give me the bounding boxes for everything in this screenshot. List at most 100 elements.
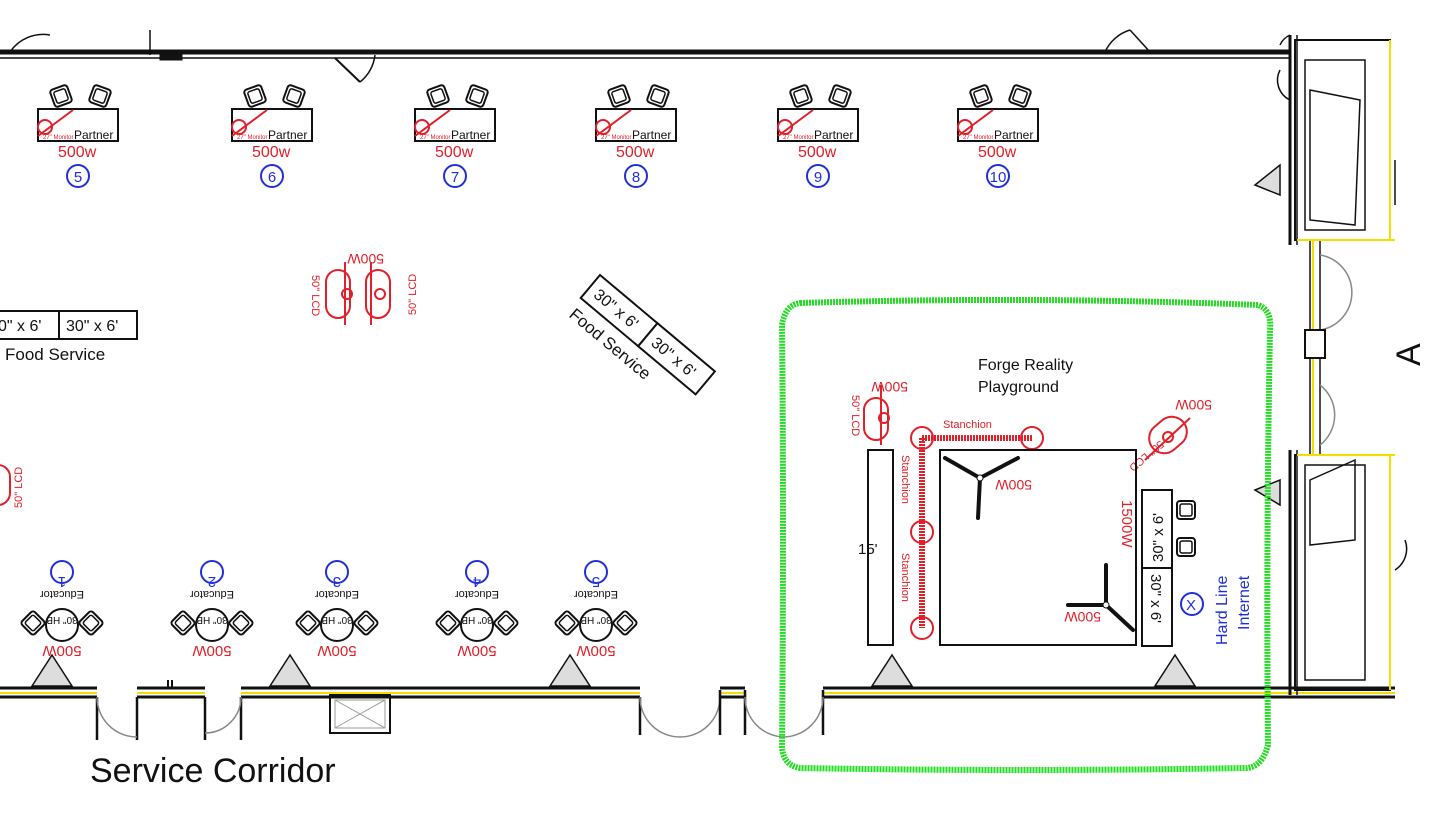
partner-number: 5 (74, 169, 82, 186)
educator-label: Educator (315, 588, 359, 600)
educator-round-table (45, 608, 79, 642)
partner-power-label: 500w (252, 144, 291, 161)
internet-label-line2: Internet (1236, 575, 1253, 630)
educator-power-label: 500W (42, 642, 82, 659)
partner-monitor-label: 27" Monitor (963, 135, 993, 141)
educator-power-label: 500W (457, 642, 497, 659)
educator-label: Educator (40, 588, 84, 600)
educator-table-label: 30" HB (321, 614, 353, 625)
partner-label: Partner (814, 128, 853, 142)
wall-fixtures (30, 653, 1197, 687)
partner-number-badge (66, 164, 90, 188)
partner-power-label: 500w (978, 144, 1017, 161)
forge-table-bottom-label: 30" x 6' (1147, 574, 1164, 623)
partner-label: Partner (994, 128, 1033, 142)
partner-label: Partner (632, 128, 671, 142)
educator-number: 2 (208, 573, 216, 590)
partner-number: 6 (268, 169, 276, 186)
educator-round-table (195, 608, 229, 642)
educator-round-table (320, 608, 354, 642)
left-edge-lcd-label: 50" LCD (13, 467, 25, 508)
partner-number-badge (443, 164, 467, 188)
partner-number: 7 (451, 169, 459, 186)
educator-number: 3 (333, 573, 341, 590)
stage-power-label: 1500W (1118, 500, 1135, 548)
educator-round-table (579, 608, 613, 642)
food-service-left: 0" x 6' 30" x 6' Food Service (0, 310, 138, 364)
partner-number: 10 (990, 169, 1007, 186)
educator-table-label: 30" HB (46, 614, 78, 625)
partner-table-top (595, 108, 677, 142)
educator-round-table (460, 608, 494, 642)
internet-label-line1: Hard Line (1214, 576, 1231, 645)
food-table-b-label: 30" x 6' (66, 318, 118, 335)
partner-power-label: 500w (435, 144, 474, 161)
partner-power-label: 500w (616, 144, 655, 161)
walls (0, 29, 1408, 740)
light-power-top: 500W (995, 477, 1032, 493)
internet-marker: X (1186, 597, 1196, 614)
educator-table-label: 30" HB (580, 614, 612, 625)
educator-number: 5 (592, 573, 600, 590)
educator-label: Educator (455, 588, 499, 600)
forge-table-top-label: 30" x 6' (1150, 513, 1167, 562)
stanchion-upper-label: Stanchion (899, 455, 911, 504)
partner-number-badge (986, 164, 1010, 188)
corridor-label: Service Corridor (90, 752, 336, 790)
partner-power-label: 500w (58, 144, 97, 161)
partner-power-label: 500w (798, 144, 837, 161)
educator-label: Educator (574, 588, 618, 600)
center-displays: 500W 50" LCD 50" LCD (309, 251, 419, 325)
light-power-bottom: 500W (1064, 609, 1101, 625)
educator-number-badge (50, 560, 74, 584)
forge-lcd-right-power: 500W (1175, 397, 1212, 413)
forge-title-line2: Playground (978, 379, 1059, 396)
educator-label: Educator (190, 588, 234, 600)
educator-number-badge (584, 560, 608, 584)
educator-table-label: 30" HB (196, 614, 228, 625)
food-table-a-label: 0" x 6' (0, 318, 41, 335)
educator-power-label: 500W (317, 642, 357, 659)
educator-number: 1 (58, 573, 66, 590)
forge-lcd-right-label: 50" LCD (1126, 438, 1165, 474)
center-lcd-left-label: 50" LCD (309, 275, 321, 316)
partner-label: Partner (451, 128, 490, 142)
educator-number-badge (325, 560, 349, 584)
partner-number-badge (806, 164, 830, 188)
educator-power-label: 500W (192, 642, 232, 659)
partner-monitor-label: 27" Monitor (420, 135, 450, 141)
left-edge-lcd: 50" LCD (0, 464, 25, 508)
partner-number: 9 (814, 169, 822, 186)
educator-number-badge (200, 560, 224, 584)
partner-monitor-label: 27" Monitor (43, 135, 73, 141)
forge-lcd-left-power: 500W (871, 379, 908, 395)
partner-monitor-label: 27" Monitor (601, 135, 631, 141)
educator-number-badge (465, 560, 489, 584)
forge-title-line1: Forge Reality (978, 357, 1073, 374)
partner-number: 8 (632, 169, 640, 186)
educator-table-label: 30" HB (461, 614, 493, 625)
partner-number-badge (260, 164, 284, 188)
partner-label: Partner (268, 128, 307, 142)
center-lcd-right-label: 50" LCD (407, 274, 419, 315)
educator-number: 4 (473, 573, 481, 590)
stanchion-lower-label: Stanchion (899, 553, 911, 602)
food-service-center: 30" x 6' 30" x 6' Food Service (566, 273, 717, 396)
partner-monitor-label: 27" Monitor (237, 135, 267, 141)
forge-lcd-left-label: 50" LCD (849, 395, 861, 436)
partner-number-badge (624, 164, 648, 188)
stanchion-top-label: Stanchion (943, 419, 992, 431)
